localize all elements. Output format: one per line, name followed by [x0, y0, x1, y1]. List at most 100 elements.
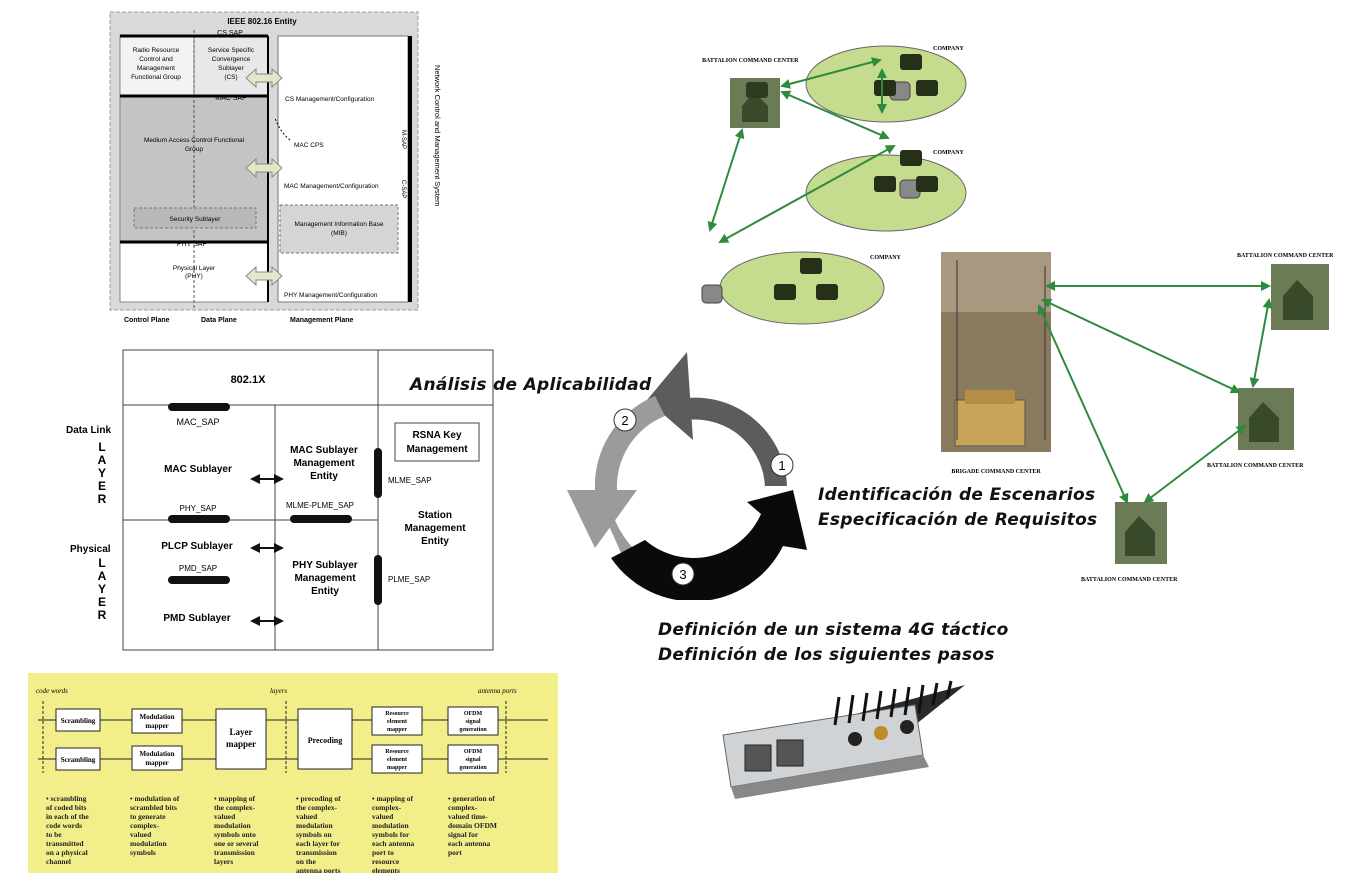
lte-desc-line: resource	[372, 857, 400, 866]
nms-label: Network Control and Management System	[433, 65, 442, 206]
ofdm-box-1	[447, 706, 499, 736]
mlme-sap-bar	[374, 448, 382, 498]
svg-text:C-SAP: C-SAP	[400, 180, 406, 198]
lte-desc-line: • mapping of	[214, 794, 255, 803]
phy-double-arrow	[245, 265, 283, 287]
pmd-sap-bar	[168, 576, 230, 584]
svg-text:MAC_SAP: MAC_SAP	[176, 417, 219, 427]
svg-text:RSNA Key: RSNA Key	[412, 430, 462, 441]
svg-text:Entity: Entity	[421, 536, 449, 547]
svg-text:Sublayer: Sublayer	[218, 65, 244, 72]
lte-desc-line: • generation of	[448, 794, 495, 803]
lte-desc-line: transmission	[296, 848, 338, 857]
cycle-arrowhead-dark	[647, 352, 693, 440]
svg-text:Control Plane: Control Plane	[124, 317, 170, 324]
mgmt-plane-box	[277, 35, 409, 303]
lte-desc-line: the complex-	[214, 803, 256, 812]
mac-mgmt-entity-label: MAC Sublayer Management Entity	[290, 445, 358, 482]
lte-desc-line: • scrambling	[46, 794, 87, 803]
lte-desc-line: of coded bits	[46, 803, 87, 812]
security-label: Security Sublayer	[170, 216, 222, 223]
svg-text:E: E	[98, 479, 106, 493]
identificacion-label: Identificación de Escenarios	[818, 485, 1096, 505]
phy-mgmt-entity-label: PHY Sublayer Management Entity	[292, 560, 358, 597]
layer-vertical-1: L A Y E R	[98, 440, 107, 506]
lte-desc-line: complex-	[130, 821, 160, 830]
lte-desc-line: scrambled bits	[130, 803, 177, 812]
svg-text:Station: Station	[418, 510, 452, 521]
svg-text:L: L	[98, 440, 105, 454]
svg-text:BATTALION COMMAND CENTER: BATTALION COMMAND CENTER	[1207, 463, 1304, 469]
lte-desc-line: complex-	[372, 803, 402, 812]
lte-desc-line: • precoding of	[296, 794, 341, 803]
lte-desc-line: symbols for	[372, 830, 410, 839]
modulation-box-1	[131, 708, 183, 734]
scenario-brigade: BRIGADE COMMAND CENTER BATTALION COMMAND…	[941, 252, 1334, 583]
lte-desc-line: symbols onto	[214, 830, 256, 839]
svg-text:BATTALION COMMAND CENTER: BATTALION COMMAND CENTER	[1237, 253, 1334, 259]
cycle-arc-dark	[687, 397, 787, 490]
svg-text:OFDM: OFDM	[464, 749, 483, 755]
lte-desc-line: domain OFDM	[448, 821, 497, 830]
ieee-80216-diagram: IEEE 802.16 Entity CS SAP MAC SAP PHY SA…	[109, 11, 442, 324]
lte-desc-line: • modulation of	[130, 794, 180, 803]
lte-desc-line: channel	[46, 857, 71, 866]
plme-sap-bar	[374, 555, 382, 605]
lte-desc-line: complex-	[448, 803, 478, 812]
svg-text:Modulation: Modulation	[139, 713, 174, 721]
company-ellipse-2	[805, 154, 967, 232]
svg-text:signal: signal	[465, 719, 480, 725]
sscs-label: Service Specific Convergence Sublayer (C…	[208, 47, 255, 81]
lte-desc-line: modulation	[372, 821, 410, 830]
svg-text:OFDM: OFDM	[464, 711, 483, 717]
svg-text:MAC Management/Configuration: MAC Management/Configuration	[284, 183, 379, 190]
lte-desc-line: valued	[372, 812, 394, 821]
svg-text:PLME_SAP: PLME_SAP	[388, 575, 430, 584]
svg-text:code words: code words	[36, 687, 68, 695]
mac-sap-bar	[168, 403, 230, 411]
lte-desc-line: each antenna	[448, 839, 491, 848]
svg-text:Physical Layer: Physical Layer	[173, 265, 216, 272]
lte-desc-line: to generate	[130, 812, 166, 821]
step-2-circle	[613, 408, 637, 432]
analisis-label: Análisis de Aplicabilidad	[410, 375, 652, 395]
scrambling-box-1	[55, 708, 101, 732]
svg-text:mapper: mapper	[145, 722, 168, 730]
svg-text:R: R	[98, 492, 107, 506]
resource-box-1	[371, 706, 423, 736]
svg-text:mapper: mapper	[145, 759, 168, 767]
svg-text:(PHY): (PHY)	[185, 273, 203, 280]
lte-desc-line: one or several	[214, 839, 258, 848]
svg-text:(CS): (CS)	[224, 74, 237, 81]
lte-desc-line: symbols	[130, 848, 156, 857]
svg-text:M-SAP: M-SAP	[400, 130, 406, 149]
lte-desc-line: valued time-	[448, 812, 488, 821]
svg-text:Resource: Resource	[385, 749, 409, 755]
svg-text:BRIGADE COMMAND CENTER: BRIGADE COMMAND CENTER	[951, 469, 1041, 475]
svg-text:Management: Management	[404, 523, 466, 534]
svg-text:2: 2	[621, 413, 628, 428]
svg-text:MAC SAP: MAC SAP	[215, 95, 247, 102]
phy-sap-bar	[168, 515, 230, 523]
svg-text:Group: Group	[185, 146, 203, 153]
svg-text:A: A	[98, 569, 107, 583]
svg-text:Data Plane: Data Plane	[201, 317, 237, 324]
step-1-circle	[770, 453, 794, 477]
security-box	[133, 207, 257, 229]
mgmt-labels: CS Management/Configuration MAC CPS MAC …	[284, 96, 384, 299]
svg-text:mapper: mapper	[387, 765, 407, 771]
lte-desc-line: in each of the	[46, 812, 89, 821]
svg-text:COMPANY: COMPANY	[870, 255, 902, 261]
svg-text:A: A	[98, 453, 107, 467]
dot1x-frame	[122, 349, 494, 651]
svg-text:MLME-PLME_SAP: MLME-PLME_SAP	[286, 501, 354, 510]
svg-text:Scrambling: Scrambling	[61, 756, 96, 764]
svg-text:PLCP Sublayer: PLCP Sublayer	[161, 541, 233, 552]
svg-text:3: 3	[679, 567, 686, 582]
svg-text:Entity: Entity	[311, 586, 339, 597]
svg-text:antenna ports: antenna ports	[478, 687, 517, 695]
svg-text:Functional Group: Functional Group	[131, 74, 181, 81]
lte-desc-line: valued	[130, 830, 152, 839]
lte-desc-line: to be	[46, 830, 62, 839]
